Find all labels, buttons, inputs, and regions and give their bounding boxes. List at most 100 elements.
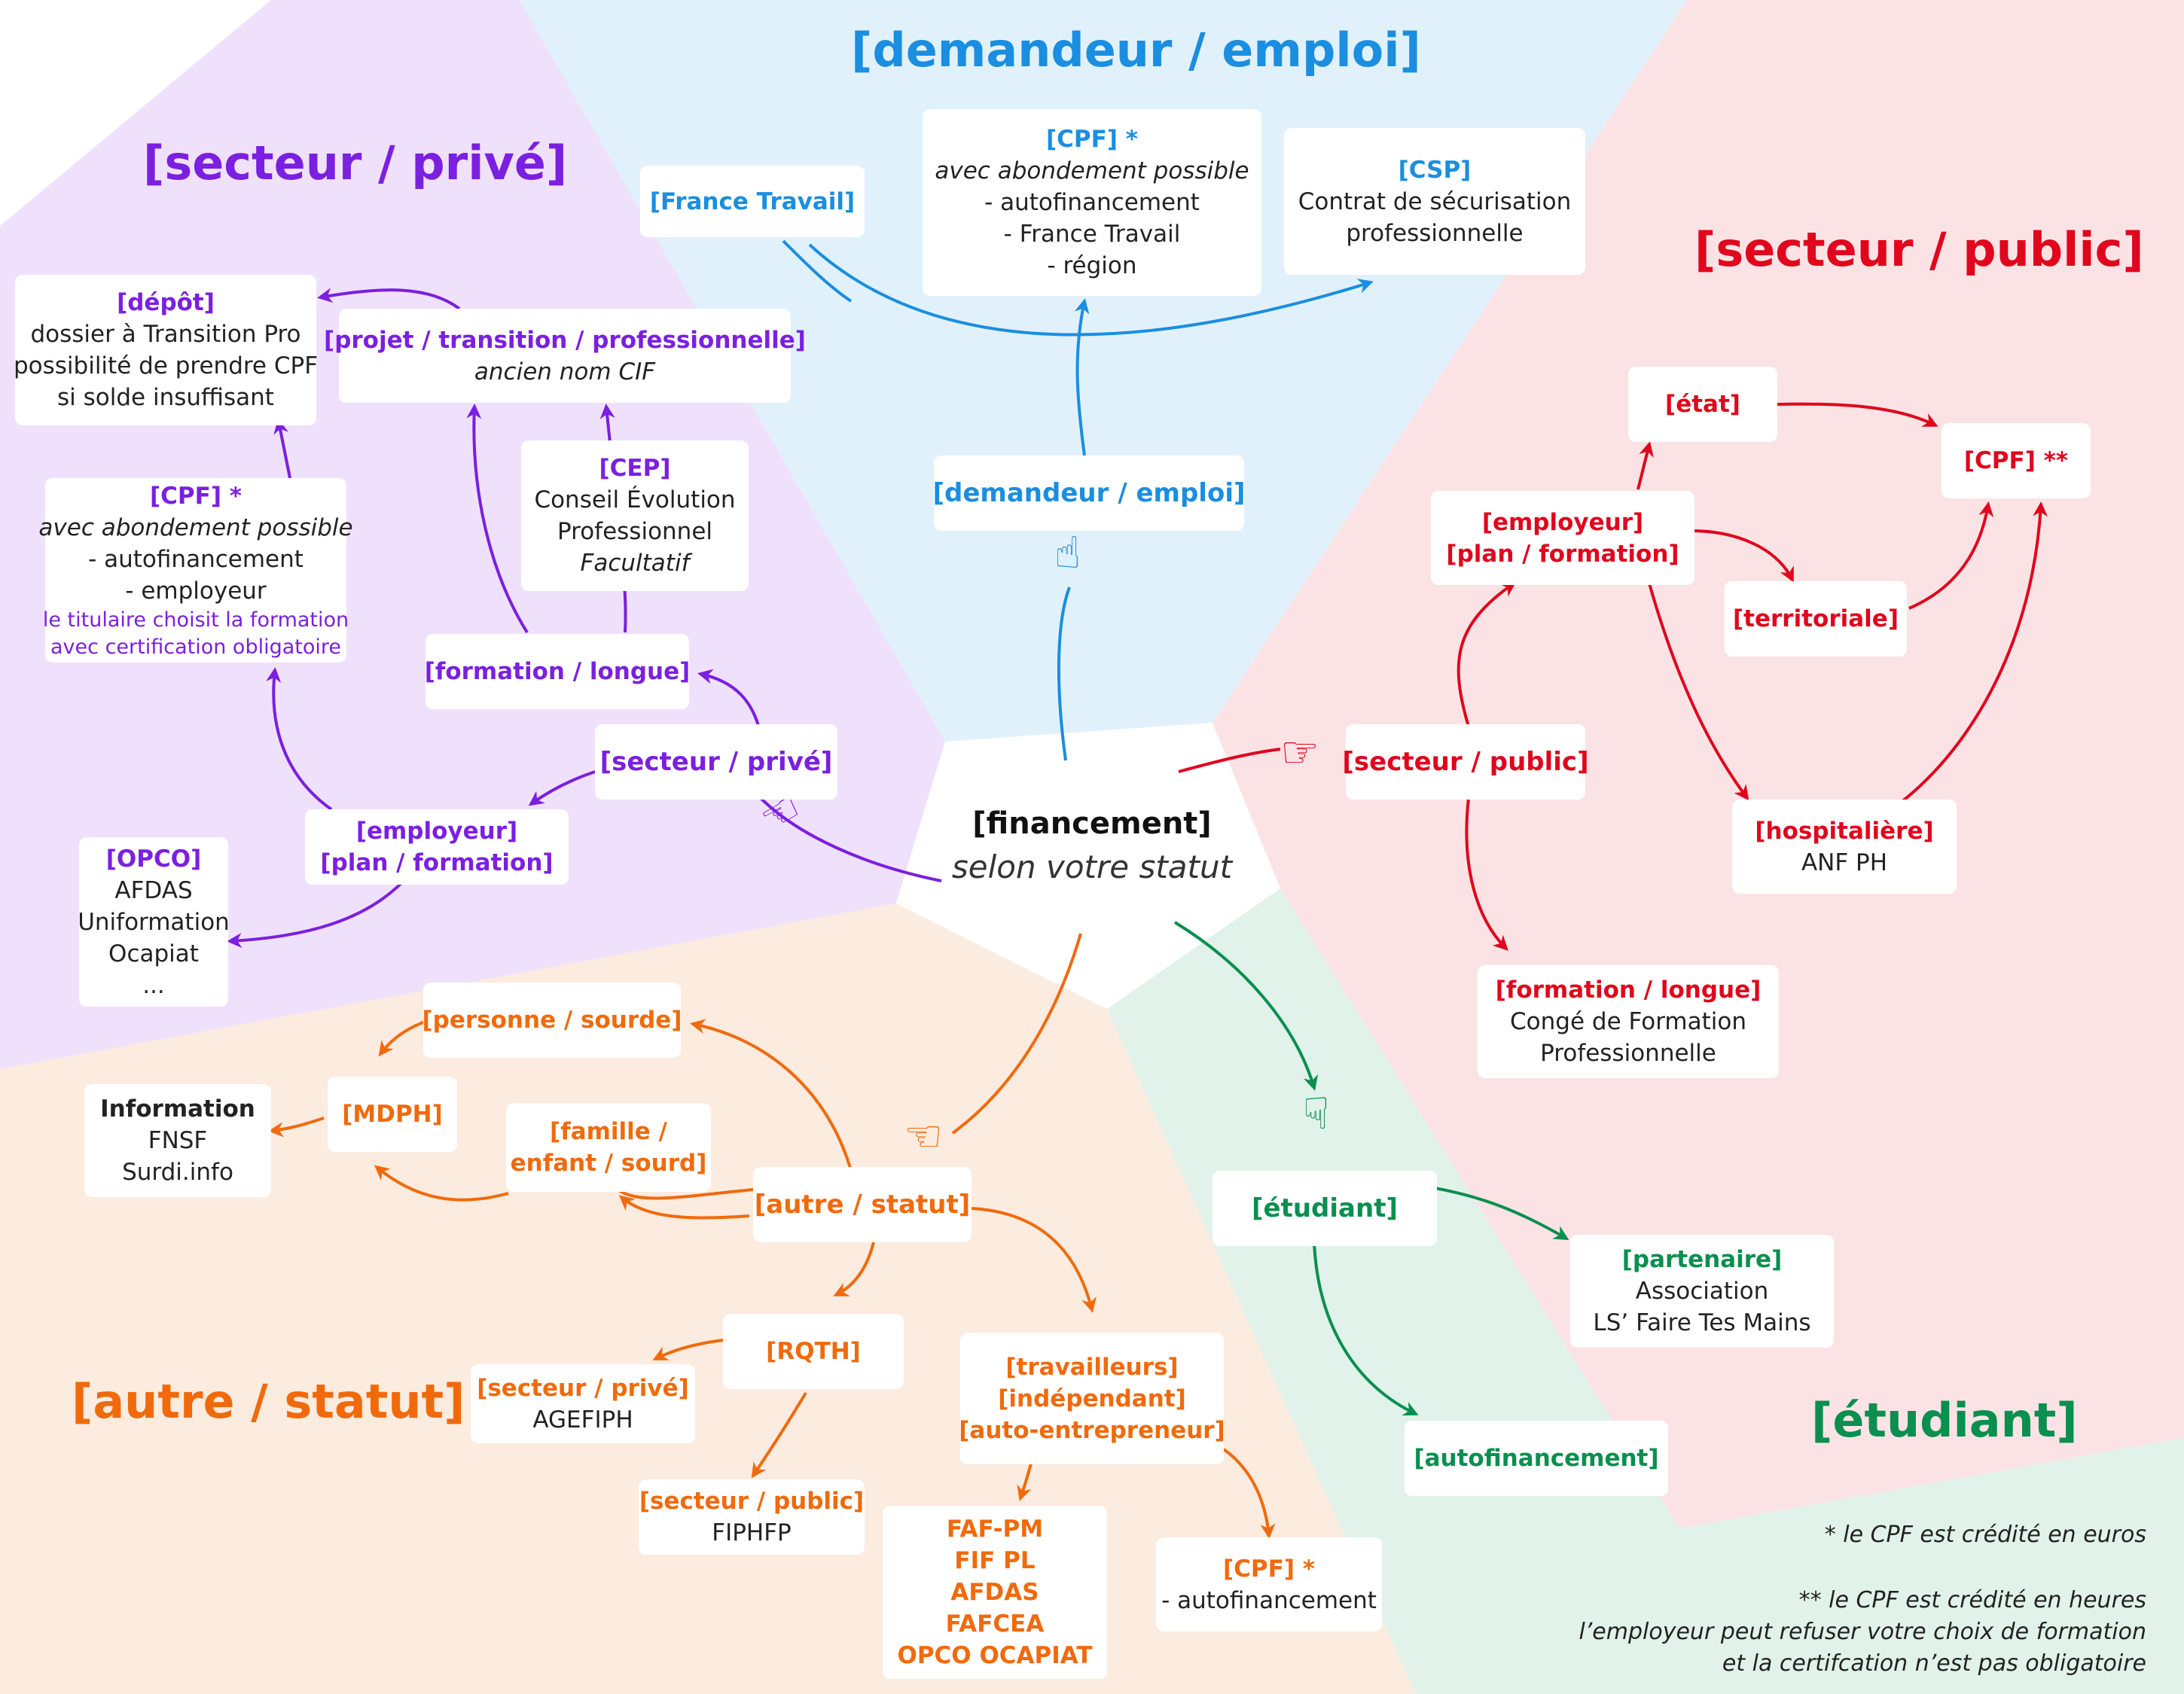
footnote-3: l’employeur peut refuser votre choix de … [1579,1619,2146,1645]
node-line: FIPHFP [712,1519,792,1546]
region-etudiant [1107,888,2184,1694]
node-france-travail: [France Travail] [640,166,865,237]
node-title: [hospitalière] [1755,817,1934,845]
node-line: avec certification obligatoire [50,635,341,659]
center-shape [896,723,1280,1009]
node-line: professionnelle [1346,219,1524,247]
node-line: le titulaire choisit la formation [42,608,349,632]
node-opco: [OPCO] AFDAS Uniformation Ocapiat ... [78,837,230,1007]
node-title: enfant / sourd] [510,1150,707,1177]
node-cep: [CEP] Conseil Évolution Professionnel Fa… [521,440,749,591]
hand-pointer-icon: ☜ [904,1111,943,1162]
node-title: [projet / transition / professionnelle] [324,326,806,354]
node-title: [secteur / public] [639,1488,865,1515]
node-line: avec abondement possible [38,513,353,541]
node-projet-transition: [projet / transition / professionnelle] … [324,309,806,403]
node-line: - autofinancement [984,189,1200,216]
node-depot: [dépôt] dossier à Transition Pro possibi… [13,275,319,425]
node-autofinancement-etudiant: [autofinancement] [1405,1421,1668,1496]
node-territoriale: [territoriale] [1725,581,1907,657]
node-cpf-prive: [CPF] * avec abondement possible - autof… [38,478,353,663]
node-title: [territoriale] [1733,605,1899,632]
node-rqth: [RQTH] [723,1314,904,1389]
node-faf-list: FAF-PM FIF PL AFDAS FAFCEA OPCO OCAPIAT [883,1506,1107,1679]
node-title: [travailleurs] [1005,1353,1179,1381]
node-title: [autofinancement] [1414,1445,1659,1472]
node-title: [CPF] * [150,482,242,510]
node-title: [personne / sourde] [422,1007,682,1034]
node-title: [formation / longue] [1495,976,1762,1004]
node-hub-autre-statut: [autre / statut] [753,1167,972,1242]
node-cpf-emploi: [CPF] * avec abondement possible - autof… [923,109,1261,296]
node-employeur-public: [employeur] [plan / formation] [1431,491,1694,585]
region-title-public: [secteur / public] [1694,222,2144,277]
node-rqth-secteur-prive: [secteur / privé] AGEFIPH [471,1364,695,1443]
node-title: [CPF] * [1223,1555,1315,1583]
node-title: [famille / [550,1118,667,1145]
node-line: si solde insuffisant [57,384,274,411]
node-hospitaliere: [hospitalière] ANF PH [1732,800,1957,894]
node-line: Association [1635,1278,1769,1305]
footnote-1: * le CPF est crédité en euros [1824,1522,2146,1548]
node-cpf-autre: [CPF] * - autofinancement [1156,1537,1382,1632]
node-title: [CPF] * [1046,126,1138,153]
node-title: [formation / longue] [424,658,691,685]
node-rqth-secteur-public: [secteur / public] FIPHFP [639,1479,865,1555]
node-title: [MDPH] [342,1101,443,1128]
node-title: [secteur / privé] [599,747,833,777]
node-line: Professionnelle [1540,1040,1716,1067]
node-title: [CSP] [1398,156,1472,184]
node-title: [employeur] [1481,508,1644,536]
node-line: Contrat de sécurisation [1298,187,1572,215]
node-hub-etudiant: [étudiant] [1212,1171,1437,1246]
node-title: [CEP] [599,455,671,482]
node-cpf-public: [CPF] ** [1942,423,2091,498]
node-hub-demandeur-emploi: [demandeur / emploi] [932,455,1246,531]
node-line: Conseil Évolution [534,486,736,513]
node-title: FAF-PM [946,1516,1044,1543]
node-partenaire: [partenaire] Association LS’ Faire Tes M… [1570,1235,1834,1348]
node-title: Information [100,1095,255,1123]
node-title: [CPF] ** [1963,447,2069,474]
node-line: - région [1047,252,1137,279]
node-line: Congé de Formation [1510,1008,1746,1035]
node-etat: [état] [1628,367,1777,442]
node-title: [état] [1665,391,1740,418]
region-public [1212,0,2184,1528]
node-employeur-prive: [employeur] [plan / formation] [305,809,569,885]
node-title: [employeur] [355,818,518,845]
node-title: [étudiant] [1252,1193,1398,1223]
footnote-2: ** le CPF est crédité en heures [1798,1587,2146,1613]
node-hub-secteur-prive: [secteur / privé] [595,724,837,800]
node-title: [France Travail] [649,187,856,215]
node-line: possibilité de prendre CPF [13,352,319,379]
node-title: [secteur / privé] [477,1374,689,1402]
region-title-etudiant: [étudiant] [1811,1393,2078,1448]
node-title: [demandeur / emploi] [932,478,1246,508]
node-line: avec abondement possible [935,157,1249,184]
node-title: [autre / statut] [754,1190,971,1220]
node-title: OPCO OCAPIAT [897,1642,1093,1669]
region-prive [0,0,945,1069]
footnote-4: et la certifcation n’est pas obligatoire [1722,1650,2146,1677]
node-line: ... [142,971,165,999]
center-title: [financement] [972,806,1212,841]
node-line: dossier à Transition Pro [30,321,301,348]
node-line: Ocapiat [108,940,199,967]
node-line: Surdi.info [122,1159,233,1186]
node-line: ancien nom CIF [474,358,656,385]
region-title-prive: [secteur / privé] [143,136,568,190]
node-line: ANF PH [1801,849,1888,876]
node-title: [dépôt] [117,289,215,316]
hand-pointer-icon: ☞ [1280,727,1319,778]
node-title: FAFCEA [945,1610,1045,1638]
node-hub-secteur-public: [secteur / public] [1342,724,1589,800]
node-line: AGEFIPH [532,1406,633,1434]
node-line: AFDAS [114,876,193,904]
node-title: [OPCO] [105,845,202,873]
center-subtitle: selon votre statut [951,849,1233,885]
node-line: Professionnel [557,518,713,545]
node-personne-sourde: [personne / sourde] [422,983,682,1058]
node-famille-enfant-sourd: [famille / enfant / sourd] [506,1103,711,1192]
region-title-autre: [autre / statut] [72,1374,465,1429]
